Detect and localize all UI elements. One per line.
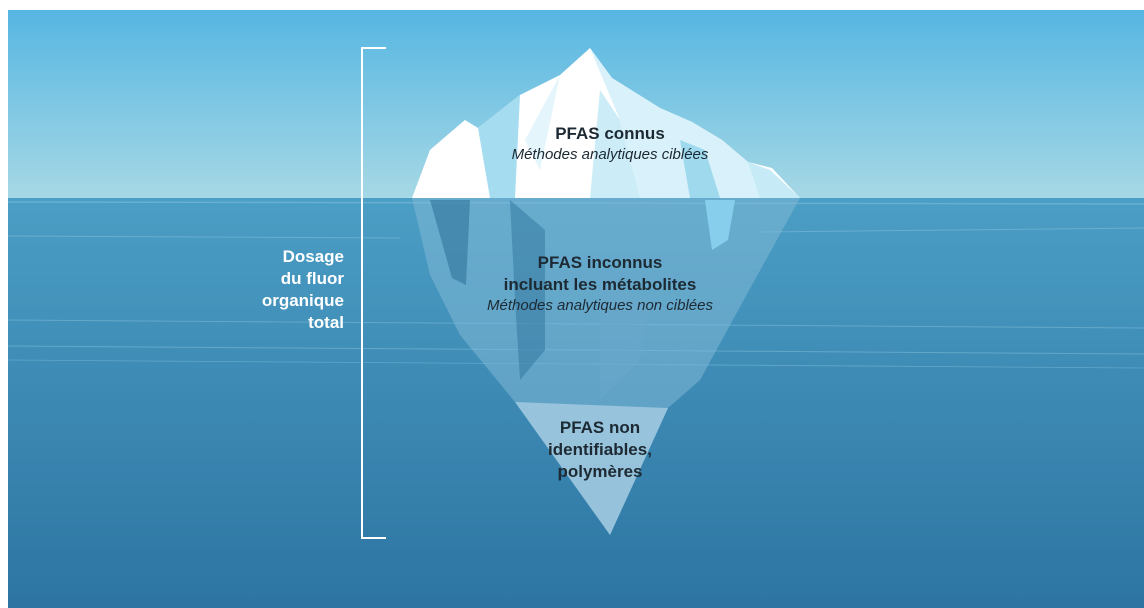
bracket-label-line2: du fluor xyxy=(280,269,344,288)
middle-subtitle: Méthodes analytiques non ciblées xyxy=(487,297,713,314)
iceberg-tip xyxy=(412,48,800,198)
bottom-label: PFAS non identifiables, polymères xyxy=(500,417,700,483)
bracket-label-line4: total xyxy=(308,313,344,332)
tip-subtitle: Méthodes analytiques ciblées xyxy=(511,146,709,163)
bottom-line2: identifiables, xyxy=(548,440,652,459)
bracket-label-line1: Dosage xyxy=(282,247,344,266)
tip-label: PFAS connus Méthodes analytiques ciblées xyxy=(460,123,760,165)
iceberg-underwater xyxy=(412,198,800,535)
bottom-line1: PFAS non xyxy=(559,418,641,437)
middle-label: PFAS inconnus incluant les métabolites M… xyxy=(440,252,760,316)
bracket-label: Dosage du fluor organique total xyxy=(236,246,344,334)
middle-title-line1: PFAS inconnus xyxy=(537,253,663,272)
bottom-line3: polymères xyxy=(557,462,643,481)
middle-title-line2: incluant les métabolites xyxy=(503,275,697,294)
total-bracket xyxy=(361,47,386,539)
tip-title: PFAS connus xyxy=(555,124,665,143)
bracket-label-line3: organique xyxy=(261,291,344,310)
